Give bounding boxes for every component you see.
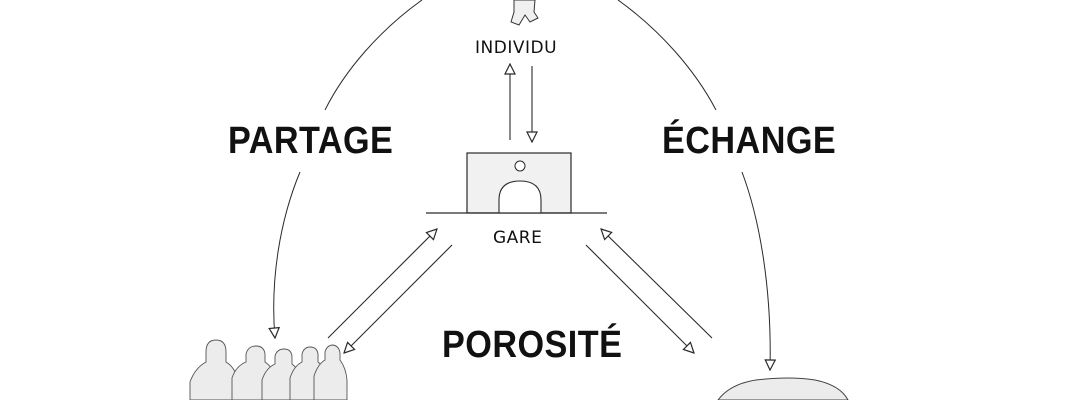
- arrow-gare-to-landscape: [585, 244, 694, 353]
- walking-person-icon: [510, 0, 539, 26]
- arrow-crowd-to-gare: [327, 229, 437, 339]
- arrow-gare-to-crowd: [344, 244, 453, 353]
- porosite-label: POROSITÉ: [442, 324, 623, 366]
- landscape-mound-icon: [716, 377, 849, 401]
- station-building-icon: [426, 152, 607, 214]
- echange-label: ÉCHANGE: [662, 120, 837, 162]
- partage-arc-top: [324, 0, 423, 111]
- partage-label: PARTAGE: [228, 120, 394, 162]
- partage-arc-arrow: [274, 171, 301, 338]
- crowd-silhouette-icon: [189, 339, 348, 401]
- echange-arc-top: [617, 0, 717, 111]
- individu-label: INDIVIDU: [475, 38, 558, 58]
- echange-arc-arrow: [741, 171, 770, 370]
- arrow-landscape-to-gare: [601, 229, 713, 339]
- gare-label: GARE: [493, 228, 543, 248]
